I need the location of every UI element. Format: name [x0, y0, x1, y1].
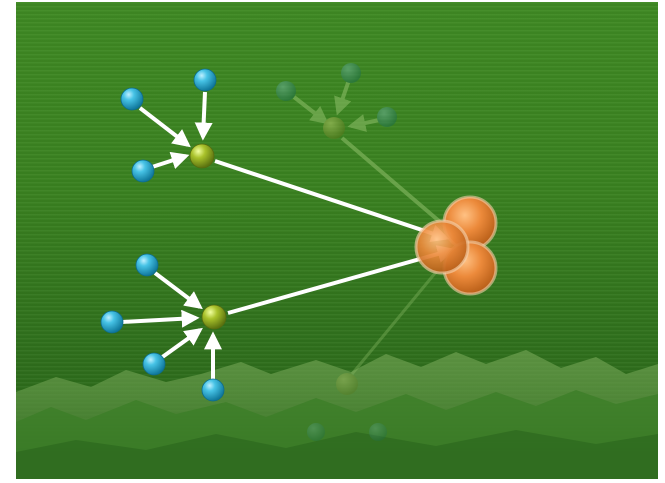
mountain-backdrop [16, 350, 658, 479]
target-cluster [414, 195, 498, 296]
faded-leaf-node [369, 423, 387, 441]
leaf-node [100, 310, 124, 334]
leaf-node [201, 378, 225, 402]
faded-hub-node [323, 117, 345, 139]
edge-arrow [138, 106, 191, 148]
leaf-node [135, 253, 159, 277]
faded-leaf-node [307, 423, 325, 441]
edge-arrow [151, 151, 190, 169]
network-diagram [16, 63, 658, 479]
faded-hub-node [336, 373, 358, 395]
edge-arrow [153, 271, 203, 310]
faded-leaf-node [341, 63, 361, 83]
faded-arrow [334, 79, 352, 116]
faded-cluster-bottom [307, 271, 438, 441]
faded-arrow [292, 95, 329, 125]
leaf-node [193, 68, 217, 92]
edge-arrow [159, 327, 203, 360]
leaf-node [120, 87, 144, 111]
leaf-node [131, 159, 155, 183]
cluster-bottom-left [100, 245, 456, 402]
edge-arrow [121, 309, 200, 328]
faded-leaf-node [377, 107, 397, 127]
hub-node [201, 304, 227, 330]
target-node [414, 219, 470, 275]
faded-arrow [340, 136, 448, 229]
edge-arrow [227, 245, 456, 315]
cluster-top-left [120, 68, 450, 242]
faded-cluster-top-right [276, 63, 448, 229]
edge-arrow [214, 159, 450, 242]
leaf-node [142, 352, 166, 376]
faded-leaf-node [276, 81, 296, 101]
edge-arrow [194, 91, 213, 141]
faded-arrow [350, 271, 438, 375]
hub-node [189, 143, 215, 169]
slide-canvas [16, 2, 658, 479]
